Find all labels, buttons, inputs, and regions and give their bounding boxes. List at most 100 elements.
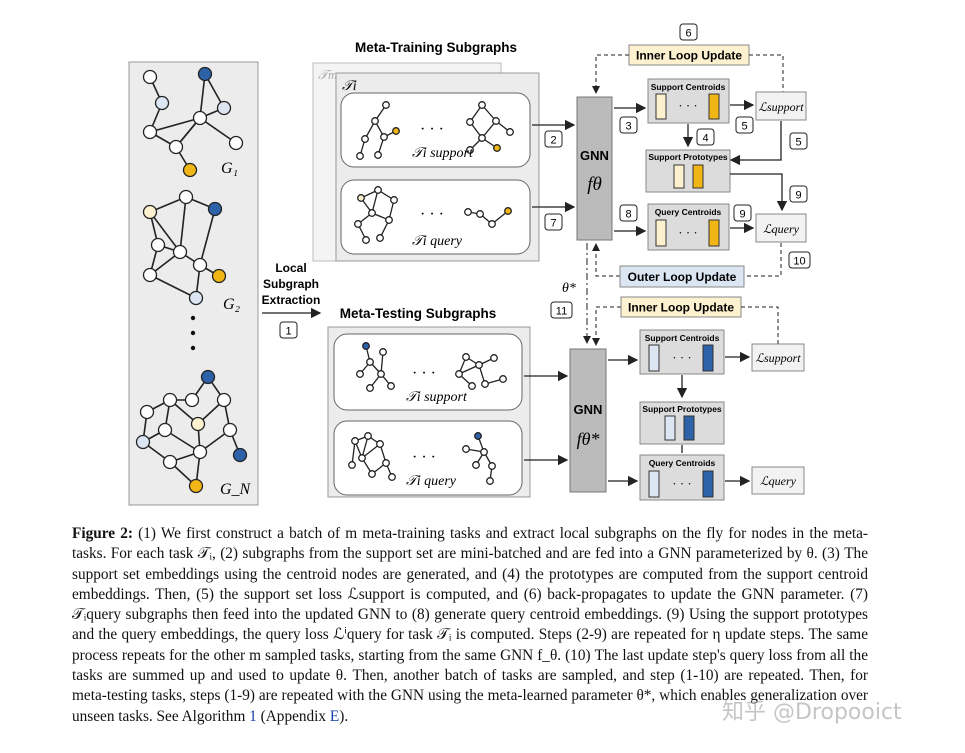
top-loss-support-label: ℒsupport [758, 100, 804, 114]
arrow-prototypes-to-query-loss [730, 173, 788, 212]
bottom-support-centroids-label: Support Centroids [645, 333, 720, 343]
graph-g1 [142, 66, 244, 178]
bottom-qc-bar-1 [648, 470, 660, 498]
algorithm-link[interactable]: 1 [249, 707, 257, 725]
inner-loop-bottom-line-left [592, 306, 621, 346]
bottom-qc-bar-2 [702, 470, 714, 498]
step-9b-text: 9 [739, 209, 745, 221]
gnn-top-label: GNN [580, 148, 609, 163]
watermark: 知乎 @Dropooict [722, 700, 902, 725]
test-query-subgraph-b [462, 432, 496, 485]
task-m-label: 𝒯m [318, 67, 337, 82]
step-badge-3 [619, 116, 638, 134]
step-badge-6 [679, 23, 698, 41]
inner-loop-top-line-left [592, 54, 629, 94]
step-7-text: 7 [550, 218, 556, 230]
top-qc-dots: · · · [678, 225, 698, 240]
step-badge-7 [544, 213, 563, 231]
step-badge-1 [279, 321, 298, 339]
graph-g2 [142, 189, 227, 306]
inner-loop-bottom-line-right [741, 306, 779, 344]
top-qc-bar-1 [655, 219, 667, 247]
bottom-loss-support-box [751, 343, 805, 372]
top-qc-bar-2 [708, 219, 720, 247]
train-support-dots: · · · [420, 121, 444, 138]
extraction-label-3: Extraction [262, 293, 321, 307]
test-support-label: 𝒯i support [406, 390, 468, 405]
caption-body: (1) We first construct a batch of m meta… [72, 525, 869, 725]
extraction-label-1: Local [275, 261, 306, 275]
top-loss-query-label: ℒquery [763, 222, 800, 236]
top-support-prototypes-label: Support Prototypes [648, 152, 728, 162]
train-query-label: 𝒯i query [412, 234, 463, 249]
step-9a-text: 9 [795, 190, 801, 202]
train-support-label: 𝒯i support [412, 146, 474, 161]
train-query-box [340, 179, 531, 255]
top-loss-query-box [755, 213, 807, 243]
g1-label: G₁ [221, 160, 238, 177]
test-query-box [333, 420, 523, 496]
top-sp-bar-2 [692, 164, 704, 189]
top-sc-dots: · · · [678, 98, 698, 113]
top-sp-bar-1 [673, 164, 685, 189]
step-badge-9a [789, 185, 808, 203]
step-badge-10 [788, 251, 811, 269]
figure-caption: Figure 2: (1) We first construct a batch… [72, 524, 868, 727]
step-badge-4 [696, 128, 715, 146]
framework-diagram: G₁ G₂ [128, 23, 811, 506]
step-10-text: 10 [793, 256, 805, 268]
bottom-query-centroids-label: Query Centroids [649, 458, 716, 468]
bottom-loss-support-label: ℒsupport [755, 351, 801, 365]
inner-loop-top-label: Inner Loop Update [636, 49, 742, 63]
step-1-text: 1 [285, 326, 291, 338]
train-support-box [340, 92, 531, 168]
ellipsis-dots [190, 315, 196, 351]
arrow-loss-back-to-prototypes [729, 121, 782, 166]
outer-loop-line-left [592, 243, 620, 277]
extraction-label-2: Subgraph [263, 277, 319, 291]
inner-loop-top-line-right [749, 54, 784, 95]
top-support-prototypes-box [645, 149, 731, 193]
outer-loop-box [619, 265, 745, 288]
train-query-subgraph-b [464, 207, 512, 228]
g2-label: G₂ [223, 296, 241, 313]
outer-loop-line-right [744, 243, 782, 277]
test-support-subgraph-a [356, 342, 395, 392]
train-support-subgraph-a [356, 101, 400, 160]
test-query-label: 𝒯i query [406, 474, 457, 489]
appendix-link[interactable]: E [329, 707, 340, 725]
meta-training-title: Meta-Training Subgraphs [355, 40, 517, 55]
caption-lead: Figure 2: [72, 525, 133, 542]
step-badge-2 [544, 130, 563, 148]
bottom-sp-bar-2 [683, 415, 695, 441]
top-loss-support-box [755, 91, 807, 121]
top-support-centroids-label: Support Centroids [651, 82, 726, 92]
step-badge-11 [550, 301, 573, 319]
step-badge-5b [789, 132, 808, 150]
bottom-loss-query-box [751, 466, 805, 495]
train-support-subgraph-b [466, 101, 514, 154]
gnn-top-func: fθ [587, 174, 602, 195]
bottom-sc-bar-2 [702, 344, 714, 372]
meta-testing-title: Meta-Testing Subgraphs [340, 306, 497, 321]
step-3-text: 3 [625, 121, 631, 133]
step-5a-text: 5 [741, 121, 747, 133]
bottom-sc-dots: · · · [672, 350, 692, 365]
gn-label: G_N [220, 481, 252, 498]
step-badge-8 [619, 204, 638, 222]
gnn-top-box [576, 96, 613, 241]
step-6-text: 6 [685, 28, 691, 40]
bottom-qc-dots: · · · [672, 476, 692, 491]
outer-loop-label: Outer Loop Update [628, 270, 737, 284]
bottom-sc-bar-1 [648, 344, 660, 372]
gnn-bottom-func: fθ* [577, 429, 600, 449]
test-support-subgraph-b [455, 353, 507, 390]
theta-star-label: θ* [562, 281, 576, 296]
graph-gn [135, 369, 248, 494]
inner-loop-bottom-label: Inner Loop Update [628, 301, 734, 315]
task-i-label: 𝒯i [342, 79, 357, 94]
test-query-subgraph-a [348, 432, 396, 481]
caption-mid: (Appendix [256, 707, 330, 725]
step-4-text: 4 [702, 133, 708, 145]
bottom-support-prototypes-box [639, 401, 725, 445]
